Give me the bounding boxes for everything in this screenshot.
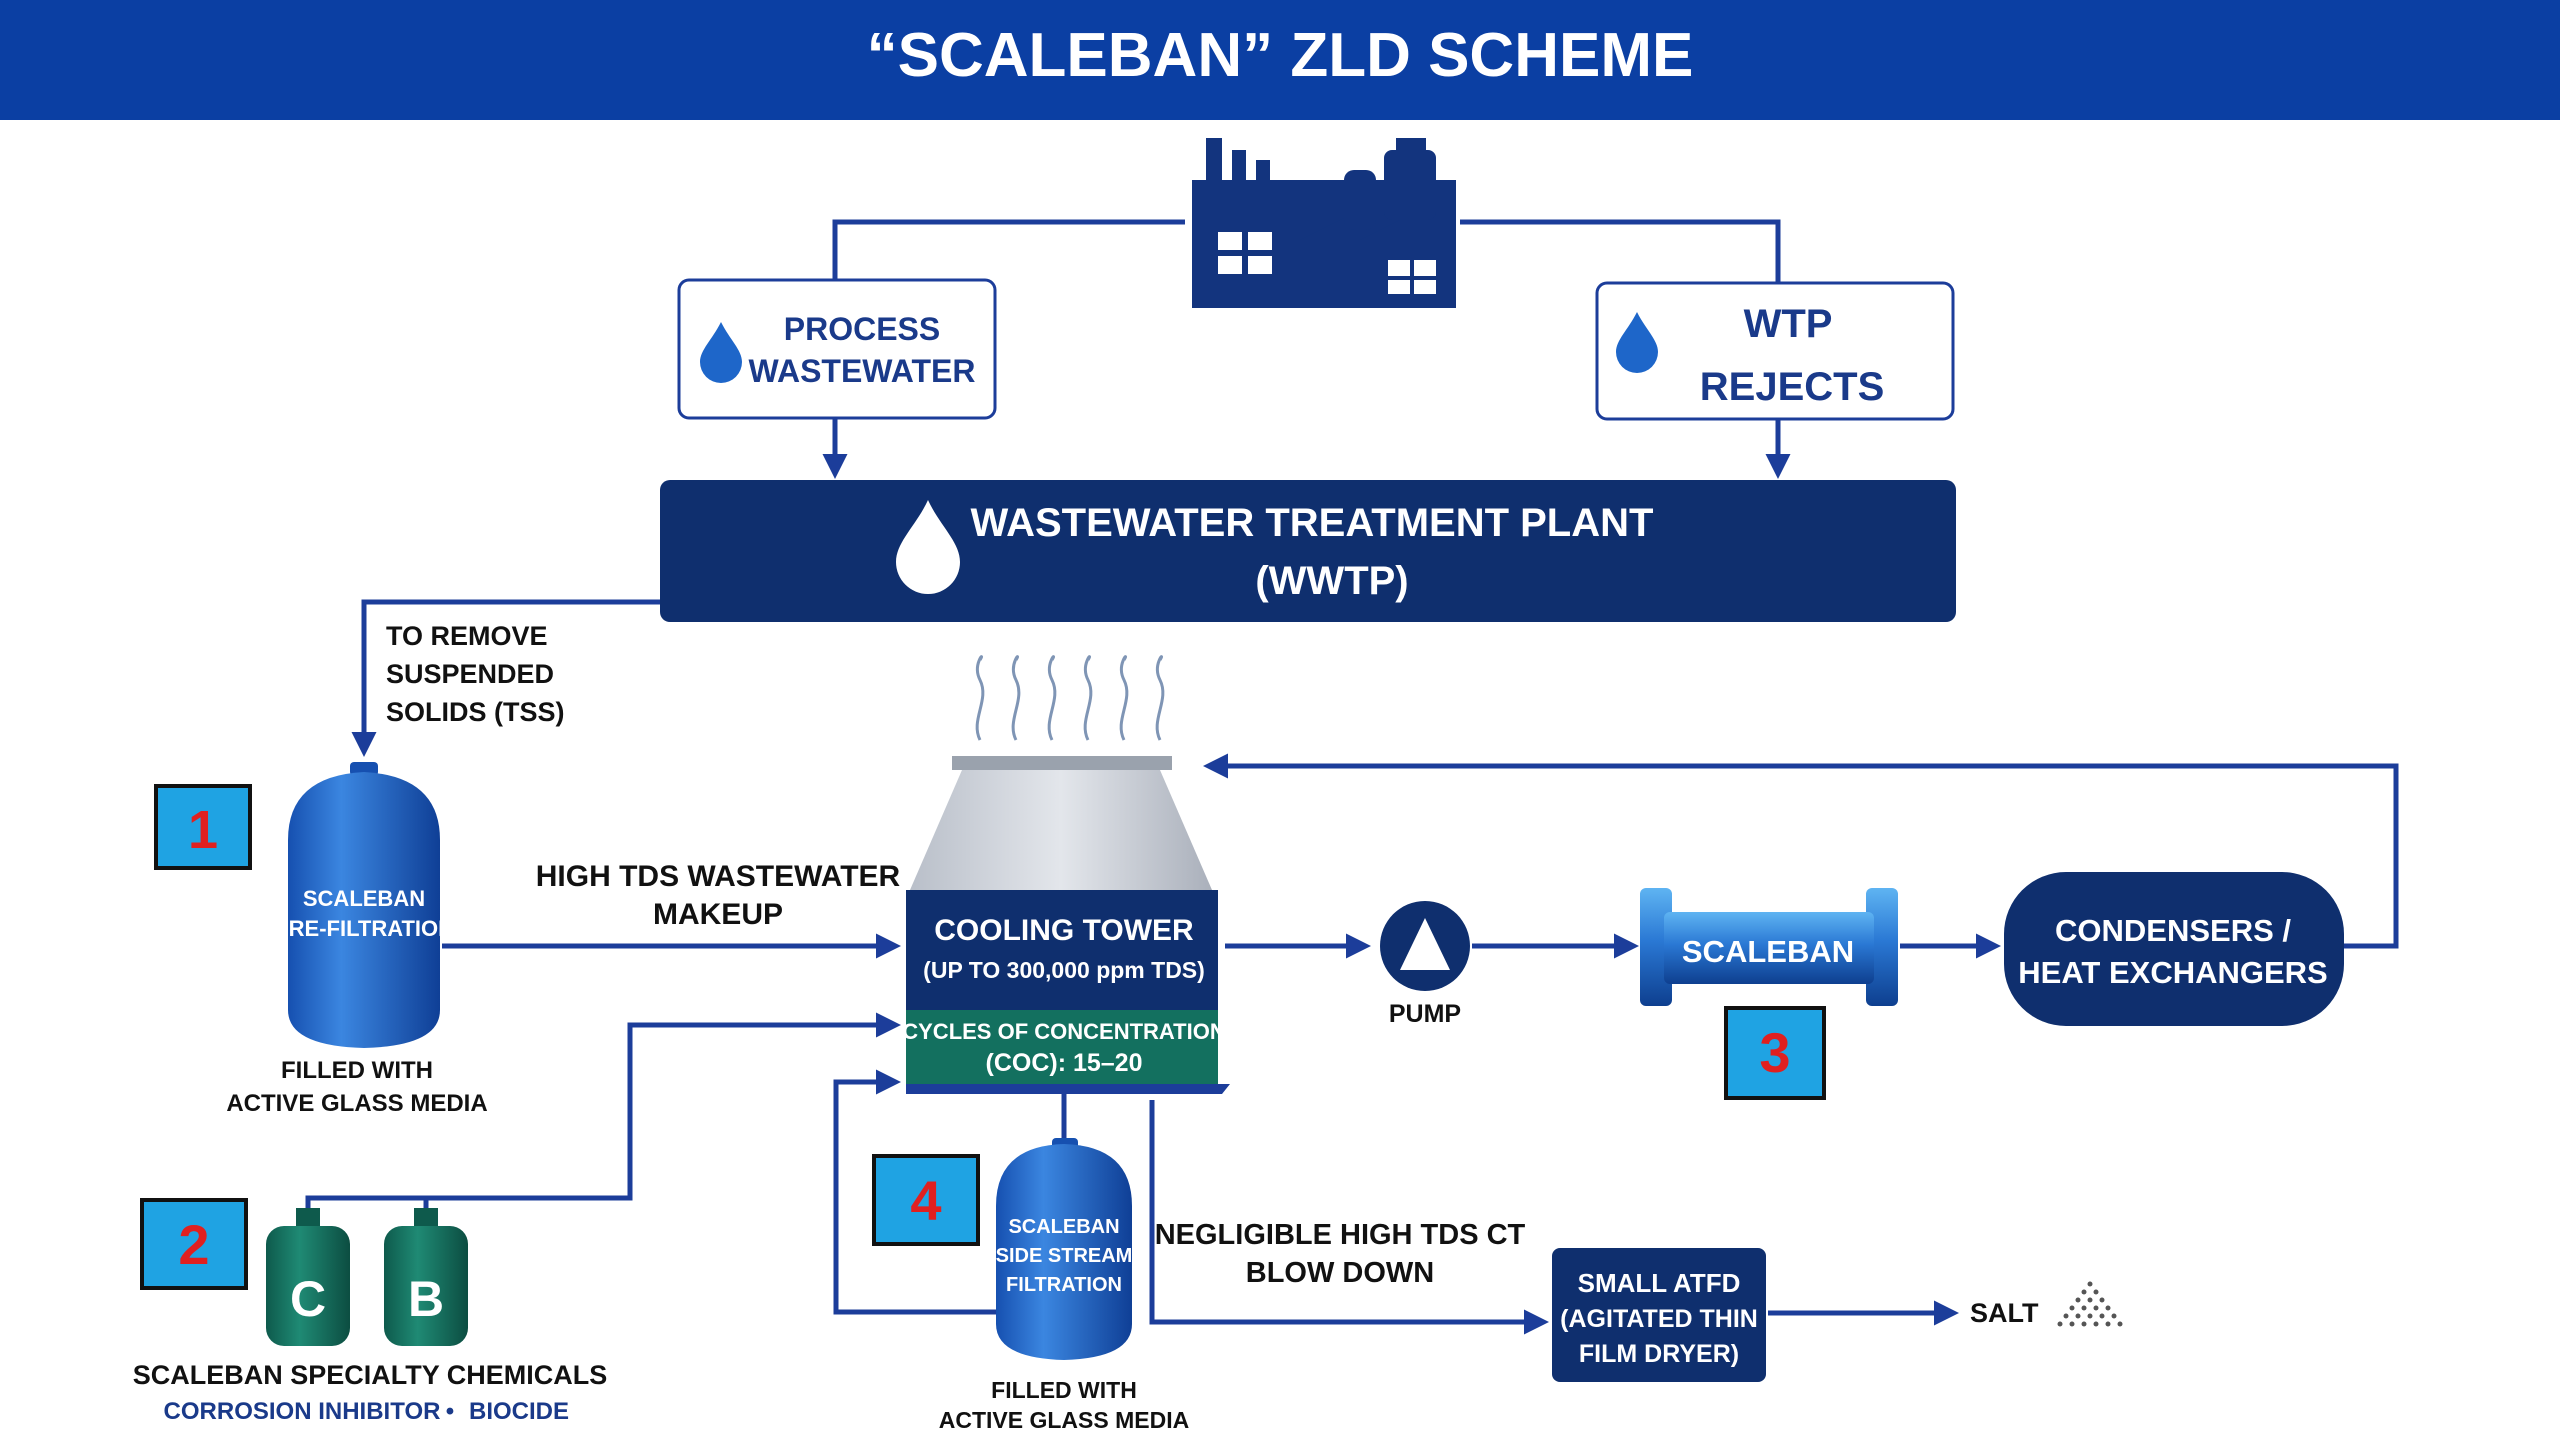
wtp-rejects-line-1: WTP — [1744, 302, 1833, 346]
scaleban-unit-label: SCALEBAN — [1682, 934, 1854, 969]
tss-note-line-2: SUSPENDED — [386, 659, 554, 689]
step-marker-1: 1 — [154, 784, 252, 870]
water-drop-icon — [896, 500, 960, 594]
side-stream-filter-tank: SCALEBAN SIDE STREAM FILTRATION — [996, 1138, 1133, 1360]
atfd-box: SMALL ATFD (AGITATED THIN FILM DRYER) — [1552, 1248, 1766, 1382]
blowdown-to-atfd-arrow — [1149, 1100, 1549, 1335]
page-title: “SCALEBAN” ZLD SCHEME — [867, 21, 1694, 90]
svg-text:3: 3 — [1759, 1021, 1790, 1084]
cooling-tower: COOLING TOWER (UP TO 300,000 ppm TDS) CY… — [902, 655, 1230, 1094]
process-wastewater-line-1: PROCESS — [784, 311, 940, 347]
cooling-tower-title: COOLING TOWER — [934, 914, 1194, 947]
side-stream-caption-line-1: FILLED WITH — [991, 1377, 1137, 1403]
coc-line-1: CYCLES OF CONCENTRATION — [902, 1019, 1225, 1044]
coc-line-2: (COC): 15–20 — [986, 1049, 1143, 1077]
condensers-line-1: CONDENSERS / — [2055, 913, 2291, 948]
chemical-tank-b: B — [384, 1208, 468, 1346]
chemicals-item-corrosion-inhibitor: CORROSION INHIBITOR — [164, 1398, 441, 1425]
condensers-line-2: HEAT EXCHANGERS — [2018, 955, 2327, 990]
pump-label: PUMP — [1389, 1000, 1461, 1028]
chemical-tank-c: C — [266, 1208, 350, 1346]
wwtp-abbreviation: (WWTP) — [1255, 559, 1408, 603]
wtp-rejects-box: WTP REJECTS — [1595, 281, 1955, 421]
scaleban-pipe-unit: SCALEBAN — [1640, 888, 1898, 1006]
wwtp-title: WASTEWATER TREATMENT PLANT — [971, 501, 1654, 545]
water-drop-icon — [1616, 312, 1658, 373]
return-to-tower-arrow — [1203, 753, 2399, 949]
step-marker-4: 4 — [872, 1154, 980, 1246]
side-stream-caption-line-2: ACTIVE GLASS MEDIA — [939, 1407, 1189, 1433]
factory-icon — [1192, 138, 1456, 308]
salt-label: SALT — [1970, 1298, 2039, 1328]
atfd-line-2: (AGITATED THIN — [1560, 1305, 1758, 1333]
process-wastewater-line-2: WASTEWATER — [749, 353, 976, 389]
prefiltration-label-line-2: PRE-FILTRATION — [274, 916, 454, 941]
chemicals-separator: • — [446, 1398, 454, 1425]
chemicals-item-biocide: BIOCIDE — [469, 1398, 569, 1425]
step-marker-2: 2 — [140, 1198, 248, 1290]
prefiltration-caption-line-1: FILLED WITH — [281, 1057, 433, 1084]
wtp-rejects-line-2: REJECTS — [1700, 365, 1885, 409]
header-bar — [0, 0, 2560, 120]
factory-to-process-line — [832, 219, 1185, 282]
svg-text:4: 4 — [910, 1169, 941, 1232]
factory-to-wtp-line — [1460, 219, 1781, 282]
coc-panel — [906, 1010, 1218, 1084]
atfd-line-1: SMALL ATFD — [1578, 1268, 1741, 1298]
steam-icon — [975, 655, 1165, 741]
chemicals-to-tower-arrow — [305, 1012, 901, 1208]
pump-icon — [1380, 901, 1470, 991]
svg-text:C: C — [290, 1271, 326, 1327]
side-stream-label-line-3: FILTRATION — [1006, 1274, 1122, 1296]
condensers-box: CONDENSERS / HEAT EXCHANGERS — [2004, 872, 2344, 1026]
svg-text:2: 2 — [178, 1213, 209, 1276]
tss-note-line-1: TO REMOVE — [386, 621, 548, 651]
makeup-label-line-2: MAKEUP — [653, 898, 783, 931]
salt-pile-icon — [2057, 1281, 2123, 1327]
cooling-tower-panel — [906, 890, 1218, 1014]
svg-text:B: B — [408, 1271, 444, 1327]
prefiltration-tank: SCALEBAN PRE-FILTRATION — [274, 762, 454, 1048]
step-marker-3: 3 — [1724, 1006, 1826, 1100]
wwtp-box: WASTEWATER TREATMENT PLANT (WWTP) — [660, 480, 1956, 622]
makeup-label-line-1: HIGH TDS WASTEWATER — [536, 860, 901, 893]
tss-note-line-3: SOLIDS (TSS) — [386, 697, 565, 727]
prefiltration-caption-line-2: ACTIVE GLASS MEDIA — [226, 1090, 487, 1117]
atfd-line-3: FILM DRYER) — [1579, 1340, 1739, 1368]
blowdown-label-line-1: NEGLIGIBLE HIGH TDS CT — [1155, 1219, 1526, 1251]
side-stream-label-line-2: SIDE STREAM — [996, 1245, 1133, 1267]
side-stream-label-line-1: SCALEBAN — [1008, 1216, 1119, 1238]
side-stream-return-arrow — [833, 1069, 996, 1315]
cooling-tower-subtitle: (UP TO 300,000 ppm TDS) — [923, 957, 1205, 983]
chemicals-title: SCALEBAN SPECIALTY CHEMICALS — [133, 1360, 608, 1390]
water-drop-icon — [700, 322, 742, 383]
svg-text:1: 1 — [188, 800, 218, 860]
blowdown-label-line-2: BLOW DOWN — [1246, 1257, 1434, 1289]
process-wastewater-box: PROCESS WASTEWATER — [677, 278, 997, 420]
wwtp-to-prefiltration-arrow — [351, 599, 660, 757]
prefiltration-label-line-1: SCALEBAN — [303, 886, 425, 911]
